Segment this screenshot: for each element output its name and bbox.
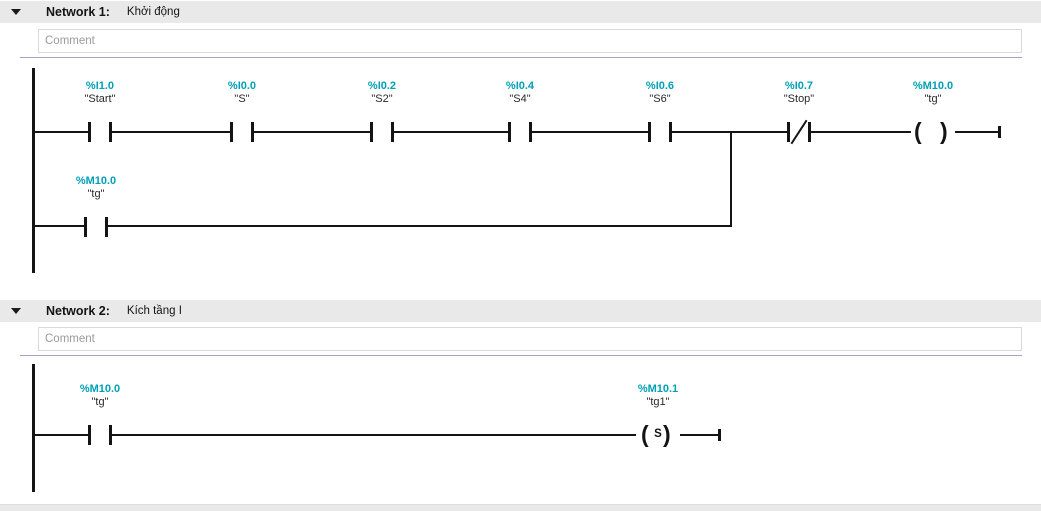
operand-address: %I1.0 xyxy=(85,80,115,92)
network-1-header[interactable]: Network 1: Khởi động xyxy=(0,1,1041,23)
ladder-contact-s[interactable]: %I0.0 "S" xyxy=(177,80,307,142)
ladder-contact-stop-nc[interactable]: %I0.7 "Stop" xyxy=(734,80,864,145)
no-contact-icon xyxy=(177,122,307,142)
network-2-comment-input[interactable] xyxy=(38,327,1022,351)
no-contact-icon xyxy=(455,122,585,142)
operand-name: "Start" xyxy=(84,93,116,105)
network-subtitle[interactable]: Kích tầng I xyxy=(126,305,182,317)
ladder-contact-s4[interactable]: %I0.4 "S4" xyxy=(455,80,585,142)
no-contact-icon xyxy=(35,425,165,445)
ladder-contact-tg-branch[interactable]: %M10.0 "tg" xyxy=(31,175,161,237)
ladder-coil-tg[interactable]: %M10.0 "tg" () xyxy=(868,80,998,144)
operand-name: "tg" xyxy=(87,188,105,200)
no-contact-icon xyxy=(31,217,161,237)
network-title[interactable]: Network 2: xyxy=(46,304,110,318)
operand-address: %M10.0 xyxy=(75,175,117,187)
operand-name: "tg" xyxy=(924,93,942,105)
power-rail xyxy=(32,68,35,273)
set-coil-icon: (S) xyxy=(593,421,723,447)
rung-end-stub xyxy=(998,126,1001,138)
operand-address: %M10.1 xyxy=(637,383,679,395)
collapse-triangle-icon[interactable] xyxy=(11,9,21,15)
no-contact-icon xyxy=(595,122,725,142)
no-contact-icon xyxy=(35,122,165,142)
network-2-header[interactable]: Network 2: Kích tầng I xyxy=(0,300,1041,322)
comment-divider xyxy=(20,57,1022,58)
power-rail xyxy=(32,364,35,492)
operand-address: %I0.4 xyxy=(505,80,535,92)
ladder-contact-start[interactable]: %I1.0 "Start" xyxy=(35,80,165,142)
rung-end-stub xyxy=(718,429,721,441)
network-subtitle[interactable]: Khởi động xyxy=(126,6,180,18)
ladder-contact-s2[interactable]: %I0.2 "S2" xyxy=(317,80,447,142)
operand-name: "tg1" xyxy=(646,396,670,408)
operand-address: %I0.0 xyxy=(227,80,257,92)
next-network-header-strip xyxy=(0,504,1041,511)
operand-name: "S2" xyxy=(371,93,393,105)
ladder-contact-tg[interactable]: %M10.0 "tg" xyxy=(35,383,165,445)
nc-contact-icon xyxy=(734,119,864,145)
collapse-triangle-icon[interactable] xyxy=(11,308,21,314)
rung-wire xyxy=(32,434,720,436)
operand-name: "tg" xyxy=(91,396,109,408)
no-contact-icon xyxy=(317,122,447,142)
branch-rung-wire xyxy=(32,225,732,227)
set-coil-letter: S xyxy=(654,428,662,440)
operand-name: "Stop" xyxy=(783,93,815,105)
network-title[interactable]: Network 1: xyxy=(46,5,110,19)
ladder-set-coil-tg1[interactable]: %M10.1 "tg1" (S) xyxy=(593,383,723,447)
operand-address: %M10.0 xyxy=(912,80,954,92)
network-1-comment-input[interactable] xyxy=(38,29,1022,53)
operand-name: "S" xyxy=(234,93,250,105)
operand-address: %I0.7 xyxy=(784,80,814,92)
operand-address: %M10.0 xyxy=(79,383,121,395)
operand-address: %I0.6 xyxy=(645,80,675,92)
operand-name: "S6" xyxy=(649,93,671,105)
operand-address: %I0.2 xyxy=(367,80,397,92)
branch-join-wire xyxy=(730,131,732,227)
comment-divider xyxy=(20,355,1022,356)
ladder-contact-s6[interactable]: %I0.6 "S6" xyxy=(595,80,725,142)
coil-icon: () xyxy=(868,118,998,144)
operand-name: "S4" xyxy=(509,93,531,105)
